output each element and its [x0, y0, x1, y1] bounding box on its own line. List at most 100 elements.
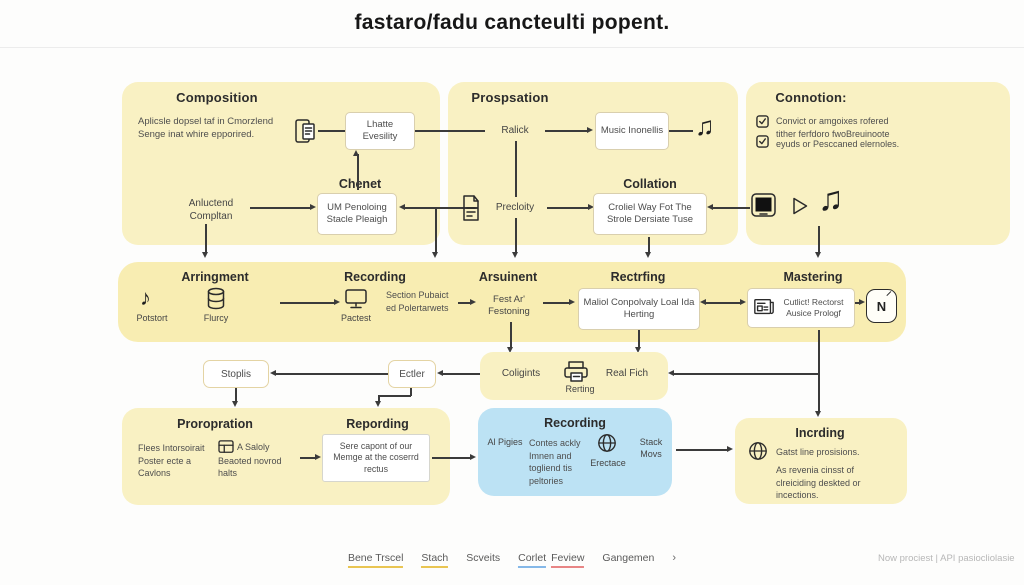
music-note-icon: ♪ [140, 285, 151, 310]
arrowhead-right [315, 453, 321, 460]
chevron-right-icon[interactable]: › [672, 552, 677, 564]
check-item-2: eyuds or Pesccaned elernoles. [776, 139, 900, 149]
saloly-text: Beaoted novrod halts [218, 456, 282, 479]
arrowhead-down [644, 252, 651, 258]
connector [515, 141, 517, 197]
connector [648, 237, 650, 252]
collation-node: Croliel Way Fot The Strole Dersiate Tuse [593, 193, 707, 235]
arrowhead-right [588, 203, 594, 210]
arrowhead-down [511, 252, 518, 258]
phone-document-icon [294, 117, 318, 145]
repording-heading: Repording [346, 417, 409, 431]
um-node: UM Penoloing Stacle Pleaigh [317, 193, 397, 235]
page-title: fastaro/fadu cancteulti popent. [354, 11, 670, 34]
composition-description: Aplicsle dopsel taf in Cmorzlend Senge i… [138, 116, 274, 141]
precloity-label: Precloity [495, 202, 535, 213]
pen-mark-icon [886, 291, 892, 297]
arrowhead-left [437, 369, 443, 376]
connector [235, 388, 237, 402]
recording-blue-panel [478, 408, 672, 496]
n-badge-icon: N [866, 289, 897, 323]
connector [415, 130, 485, 132]
monitor-icon [344, 288, 368, 310]
connector [432, 457, 471, 459]
legend-item-bene-trscel[interactable]: Bene Trscel [347, 552, 404, 568]
connotion-panel [746, 82, 1010, 245]
incrding-text-2: As revenia cinsst of clreiciding deskted… [776, 465, 861, 501]
connector [515, 218, 517, 252]
incrding-text-1: Gatst line prosisions. [776, 447, 860, 457]
arrowhead-right [310, 203, 316, 210]
connector [280, 302, 334, 304]
arrowhead-right [334, 298, 340, 305]
saloly-label: A Saloly [237, 441, 270, 452]
connector [357, 154, 359, 190]
arringment-heading: Arringment [181, 270, 249, 284]
arrowhead-right [470, 453, 476, 460]
composition-heading: Composition [176, 90, 258, 105]
connector [713, 207, 750, 209]
arrowhead-left [707, 203, 713, 210]
recording-blue-heading: Recording [544, 416, 606, 430]
connector [510, 322, 512, 348]
arrowhead-up [353, 150, 359, 156]
theme-node: Lhatte Evesility [345, 112, 415, 150]
repording-node: Sere capont of our Memge at the coserrd … [322, 434, 430, 482]
arrowhead-right [740, 298, 746, 305]
flurcy-label: Flurcy [203, 313, 229, 323]
music-node: Music Inonellis [595, 112, 669, 150]
check-item-1: Convict or amgoixes rofered tither ferfd… [776, 116, 890, 139]
arsuinent-text: Fest Ar' Festoning [488, 294, 530, 318]
rerting-label: Rerting [565, 384, 595, 394]
arrowhead-left [270, 369, 276, 376]
connector [543, 302, 571, 304]
connotion-heading: Connotion: [775, 90, 847, 105]
mastering-node: Cutlict! Rectorst Ausice Prologf [747, 288, 855, 328]
connector [205, 224, 207, 252]
newspaper-icon [753, 297, 775, 317]
globe-icon [597, 433, 617, 453]
database-icon [206, 287, 226, 311]
connector [443, 373, 480, 375]
arrowhead-right [587, 126, 593, 133]
arrowhead-down [814, 411, 821, 417]
contes-text: Contes ackly Imnen and togliend tis pelt… [529, 438, 581, 486]
legend-item-feview[interactable]: Feview [551, 552, 585, 568]
connector [435, 209, 437, 252]
connector [818, 330, 820, 412]
incrding-panel [735, 418, 907, 504]
document-icon [461, 195, 481, 221]
arrowhead-down [506, 347, 513, 353]
erectace-label: Erectace [590, 458, 626, 468]
connector [676, 449, 728, 451]
recording-heading: Recording [344, 270, 406, 284]
collation-heading: Collation [623, 177, 677, 191]
arrowhead-right [859, 298, 865, 305]
saloly-block: A Saloly Beaoted novrod halts [218, 440, 298, 479]
n-badge-label: N [876, 298, 887, 314]
legend-item-scveits[interactable]: Scveits [466, 552, 501, 564]
footer-legend: Bene Trscel Stach Scveits Corlet Feview … [347, 552, 677, 568]
connector [674, 373, 818, 375]
arrowhead-left [399, 203, 405, 210]
mastering-heading: Mastering [783, 270, 843, 284]
checkbox-icon [756, 135, 769, 148]
connector [545, 130, 587, 132]
arrowhead-down [431, 252, 438, 258]
connector [458, 302, 472, 304]
legend-item-stach[interactable]: Stach [421, 552, 449, 568]
legend-item-gangemen[interactable]: Gangemen [602, 552, 655, 564]
music-notes-icon: ♫ [695, 111, 715, 141]
real-fich-label: Real Fich [605, 368, 649, 379]
arrowhead-left [668, 369, 674, 376]
arrowhead-down [374, 401, 381, 407]
legend-item-corlet[interactable]: Corlet [518, 552, 547, 568]
connector [818, 226, 820, 252]
music-notes-icon: ♫ [818, 180, 844, 218]
connector [250, 207, 310, 209]
arrowhead-down [814, 252, 821, 258]
connector [410, 388, 412, 396]
play-icon [788, 195, 810, 217]
connector [669, 130, 693, 132]
connector [855, 302, 861, 304]
